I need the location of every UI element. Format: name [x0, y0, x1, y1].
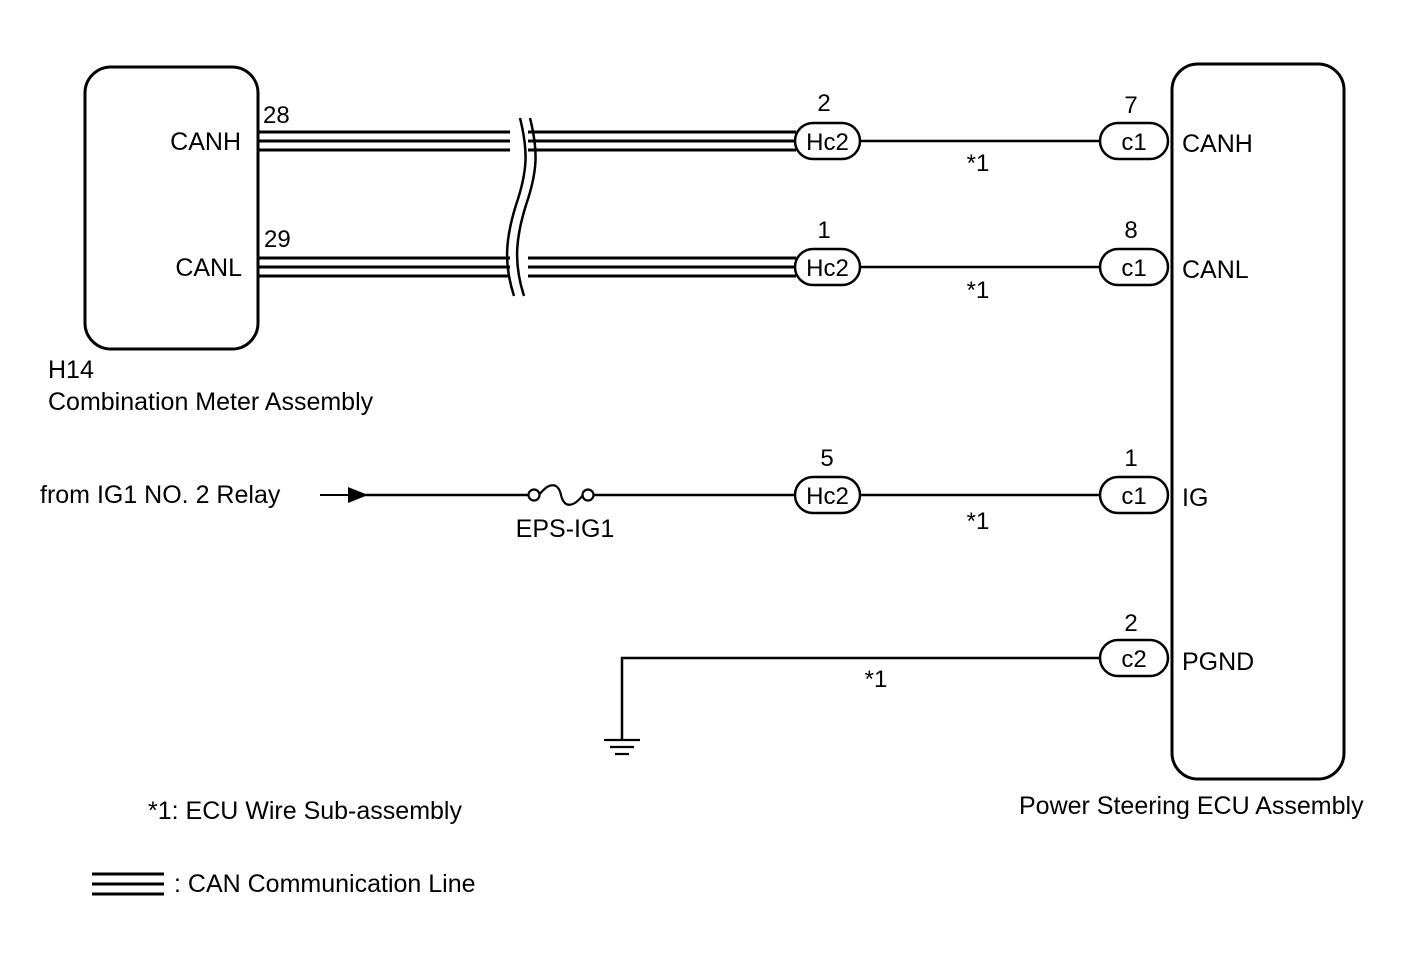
meter-pin-canl-number: 29: [264, 226, 291, 253]
ecu-pin-ig-number: 1: [1124, 445, 1137, 472]
junction-pin-canl: 1: [817, 217, 830, 244]
fuse-label: EPS-IG1: [516, 515, 615, 543]
ecu-pin-ig-signal: IG: [1182, 484, 1208, 512]
power-steering-ecu-box: [1170, 62, 1346, 781]
junction-connector-canh: Hc2: [793, 121, 862, 161]
ecu-pin-canh-signal: CANH: [1182, 130, 1253, 158]
svg-text:Hc2: Hc2: [806, 129, 849, 156]
ecu-pin-pgnd-signal: PGND: [1182, 648, 1254, 676]
wire-break-symbol: [505, 117, 537, 297]
ecu-pin-canh-number: 7: [1124, 92, 1137, 119]
ecu-pin-canl-number: 8: [1124, 217, 1137, 244]
ecu-name: Power Steering ECU Assembly: [1019, 792, 1364, 820]
svg-text:c1: c1: [1121, 129, 1146, 156]
junction-connector-ig: Hc2: [793, 475, 862, 515]
ecu-pin-pgnd-number: 2: [1124, 610, 1137, 637]
junction-pin-ig: 5: [820, 445, 833, 472]
ecu-pin-canl-signal: CANL: [1182, 256, 1249, 284]
svg-text:c2: c2: [1121, 646, 1146, 673]
svg-text:c1: c1: [1121, 483, 1146, 510]
wire-note-pgnd: *1: [865, 666, 888, 693]
meter-name: Combination Meter Assembly: [48, 388, 374, 416]
svg-text:Hc2: Hc2: [806, 483, 849, 510]
junction-connector-canl: Hc2: [793, 247, 862, 287]
wire-note-ig: *1: [967, 508, 990, 535]
source-label: from IG1 NO. 2 Relay: [40, 481, 281, 509]
ecu-connector-canl: c1: [1098, 247, 1170, 287]
ecu-connector-canh: c1: [1098, 121, 1170, 161]
svg-text:Hc2: Hc2: [806, 255, 849, 282]
legend-can-line-label: : CAN Communication Line: [174, 870, 476, 898]
fuse-icon: [527, 484, 595, 506]
wire-pgnd-ground: [620, 656, 1100, 740]
legend-can-line-icon: [92, 872, 164, 896]
svg-text:c1: c1: [1121, 255, 1146, 282]
combination-meter-box: [83, 65, 260, 351]
ground-icon: [604, 738, 640, 756]
meter-code: H14: [48, 356, 94, 384]
source-arrow-icon: [320, 487, 368, 503]
meter-pin-canl-signal: CANL: [175, 254, 242, 282]
junction-pin-canh: 2: [817, 90, 830, 117]
meter-pin-canh-number: 28: [263, 102, 290, 129]
legend-note: *1: ECU Wire Sub-assembly: [148, 797, 462, 825]
wire-note-canh: *1: [967, 150, 990, 177]
ecu-connector-ig: c1: [1098, 475, 1170, 515]
wire-note-canl: *1: [967, 277, 990, 304]
meter-pin-canh-signal: CANH: [170, 128, 241, 156]
ecu-connector-pgnd: c2: [1098, 638, 1170, 678]
